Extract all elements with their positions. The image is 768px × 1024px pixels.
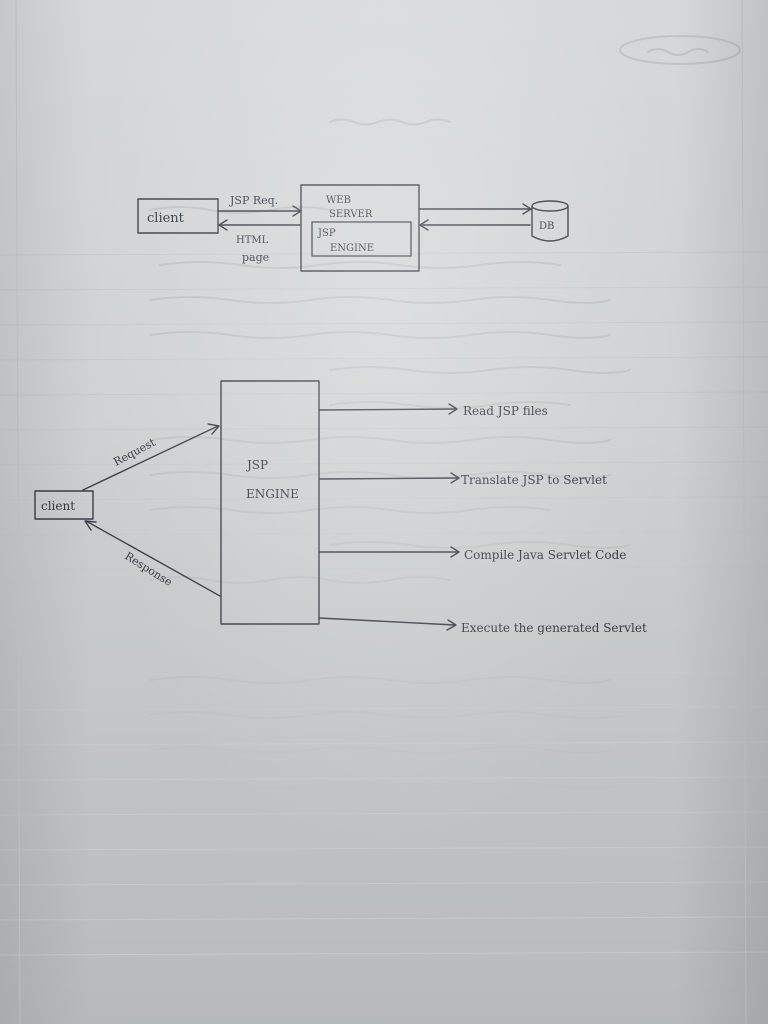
db-label: DB [539,221,554,232]
web-server-box [300,184,420,272]
top-jsp-engine-box [311,221,412,257]
step-arrowhead-1 [448,403,458,415]
step-arrow-2 [319,477,459,480]
jsp-engine-label-line1: JSP [245,458,268,472]
db-result-arrowhead [419,219,429,231]
jsp-engine-label-line2: ENGINE [246,487,299,501]
step-arrowhead-4 [446,619,457,631]
top-request-label: JSP Req. [229,194,278,207]
top-jsp-engine-label-line1: JSP [317,228,336,239]
request-label: Request [111,436,158,469]
response-arrow [85,520,221,597]
web-server-label-line2: SERVER [329,209,373,220]
step-label-3: Compile Java Servlet Code [464,548,626,562]
top-client-label: client [147,211,185,226]
response-arrowhead [84,520,97,531]
top-response-arrowhead [218,219,228,231]
top-response-label-line2: page [242,251,269,264]
request-arrow [82,425,219,491]
request-arrowhead [207,423,220,435]
show-through-scribbles [149,35,741,859]
step-label-2: Translate JSP to Servlet [461,473,607,487]
step-arrow-4 [318,617,456,626]
bottom-client-box [34,490,94,520]
top-diagram: client JSP Req. HTML page WEB SERVER JSP… [137,184,569,272]
db-query-arrowhead [522,203,532,215]
step-arrowhead-3 [450,546,460,558]
top-response-label-line1: HTML [236,235,269,246]
step-label-1: Read JSP files [463,404,548,418]
top-client-box [137,198,219,234]
top-jsp-engine-label-line2: ENGINE [330,243,374,254]
web-server-label-line1: WEB [326,195,351,206]
step-arrowhead-2 [450,472,460,484]
jsp-engine-box [220,380,320,625]
step-arrow-1 [318,408,457,411]
bottom-client-label: client [41,499,75,513]
step-label-4: Execute the generated Servlet [461,621,647,635]
db-cylinder-icon [531,200,569,242]
